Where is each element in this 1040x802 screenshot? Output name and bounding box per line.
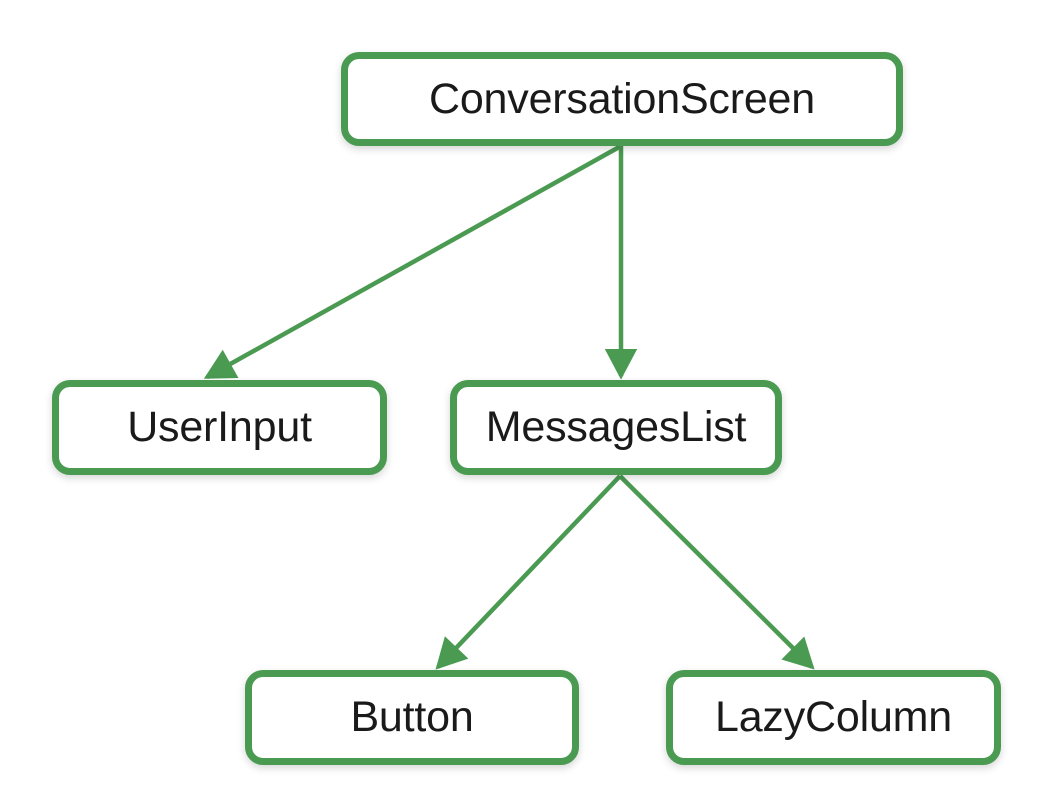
edge-messageslist-to-lazycolumn <box>618 474 815 670</box>
node-conversationscreen[interactable]: ConversationScreen <box>341 52 903 146</box>
edge-messageslist-to-button <box>435 474 622 670</box>
node-label-messageslist: MessagesList <box>485 403 747 451</box>
node-button[interactable]: Button <box>245 670 579 765</box>
node-lazycolumn[interactable]: LazyColumn <box>666 670 1001 765</box>
edge-conversationscreen-to-userinput <box>203 144 623 379</box>
node-label-button: Button <box>350 693 474 741</box>
node-messageslist[interactable]: MessagesList <box>450 380 782 475</box>
node-label-lazycolumn: LazyColumn <box>715 693 952 741</box>
node-label-userinput: UserInput <box>127 403 312 451</box>
node-label-conversationscreen: ConversationScreen <box>428 74 815 123</box>
node-userinput[interactable]: UserInput <box>52 380 387 475</box>
